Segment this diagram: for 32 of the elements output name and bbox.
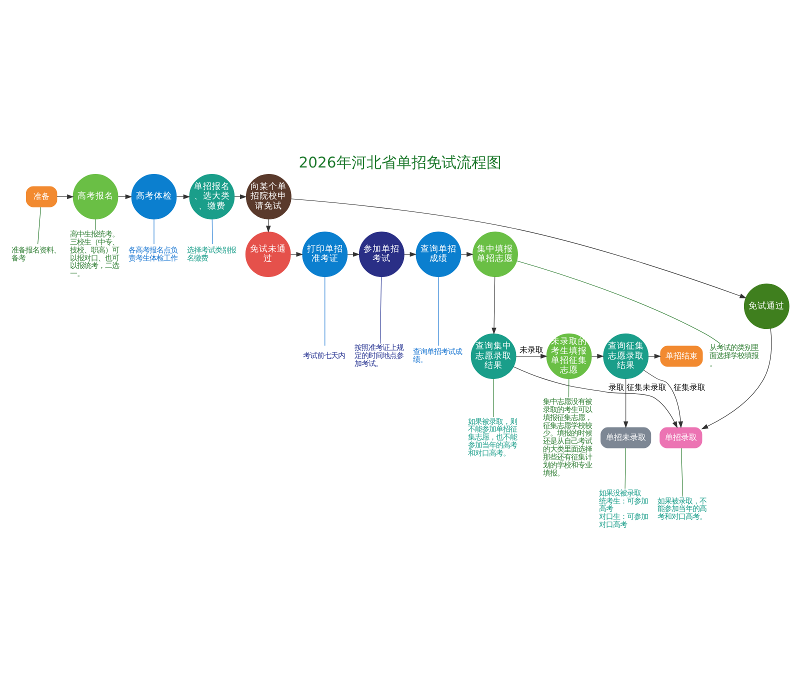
node-circle: 参加单招考试 — [358, 232, 404, 278]
node-circle: 打印单招准考证 — [302, 232, 348, 278]
connector — [624, 448, 626, 490]
node-circle: 高考体检 — [131, 174, 177, 220]
diagram-title: 2026年河北省单招免试流程图 — [298, 154, 502, 172]
arrow — [56, 194, 74, 200]
node-circle: 免试未通过 — [245, 232, 291, 278]
connector — [324, 276, 326, 346]
node-circle: 集中填报单招志愿 — [472, 232, 518, 278]
node-circle: 单招报名、选大类、缴费 — [189, 174, 235, 220]
arrow — [513, 366, 678, 428]
connector — [516, 260, 721, 344]
node-circle: 查询征集志愿录取结果 — [603, 334, 649, 379]
arrow — [701, 328, 772, 430]
arrow — [492, 276, 496, 335]
arrow — [623, 378, 628, 428]
node-circle: 查询单招成绩 — [416, 232, 462, 278]
node-circle: 查询集中志愿录取结果 — [470, 334, 516, 379]
connector — [38, 206, 42, 244]
connector — [95, 219, 96, 230]
arrow — [643, 370, 683, 428]
connector — [212, 219, 213, 244]
connector — [680, 448, 684, 497]
connector — [568, 378, 570, 398]
arrow — [516, 354, 548, 359]
node-circle: 高考报名 — [72, 174, 118, 220]
connector — [493, 378, 494, 418]
connector — [438, 276, 439, 346]
connector — [380, 276, 382, 344]
node-circle: 免试通过 — [744, 284, 790, 330]
arrow — [266, 219, 271, 233]
node-circle: 向某个单招院校申请免试 — [246, 174, 292, 220]
